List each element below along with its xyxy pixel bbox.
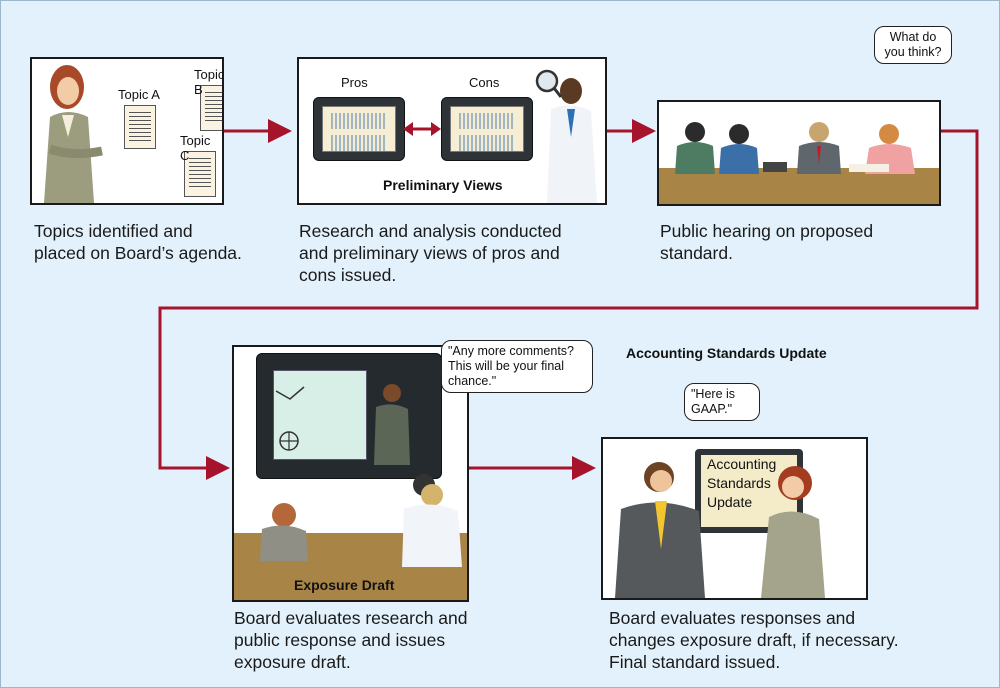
cons-monitor [441,97,533,161]
pros-label: Pros [341,75,368,90]
topic-c-document [184,151,216,197]
topic-a-document [124,105,156,149]
exposure-panel: Exposure Draft [232,345,469,602]
hearing-scene [659,122,939,204]
research-figure [403,69,597,203]
topics-caption: Topics identified and placed on Board’s … [34,221,242,263]
hearing-panel [657,100,941,206]
exposure-speech-bubble: "Any more comments? This will be your fi… [441,340,593,393]
exposure-scene [234,384,467,600]
update-scene [615,462,825,598]
topic-a-label: Topic A [118,87,160,102]
woman-figure [44,65,103,203]
update-speech-bubble: "Here is GAAP." [684,383,760,421]
preliminary-views-title: Preliminary Views [383,177,503,193]
exposure-caption: Board evaluates research and public resp… [234,608,468,672]
hearing-speech-bubble: What do you think? [874,26,952,64]
topic-c-label: Topic C [180,133,211,163]
arrow-hearing-to-exposure [158,129,979,480]
research-caption: Research and analysis conducted and prel… [299,221,562,285]
exposure-draft-title: Exposure Draft [294,577,395,593]
standards-update-heading: Accounting Standards Update [626,345,827,361]
topics-panel: Topic A Topic B Topic C [30,57,224,205]
research-panel: Pros Cons Preliminary Views [297,57,607,205]
topic-b-document [200,85,222,131]
update-caption: Board evaluates responses and changes ex… [609,608,899,672]
pros-monitor [313,97,405,161]
topic-b-label: Topic B [194,67,224,97]
hearing-caption: Public hearing on proposed standard. [660,221,874,263]
update-panel: Accounting Standards Update [601,437,868,600]
cons-label: Cons [469,75,500,90]
